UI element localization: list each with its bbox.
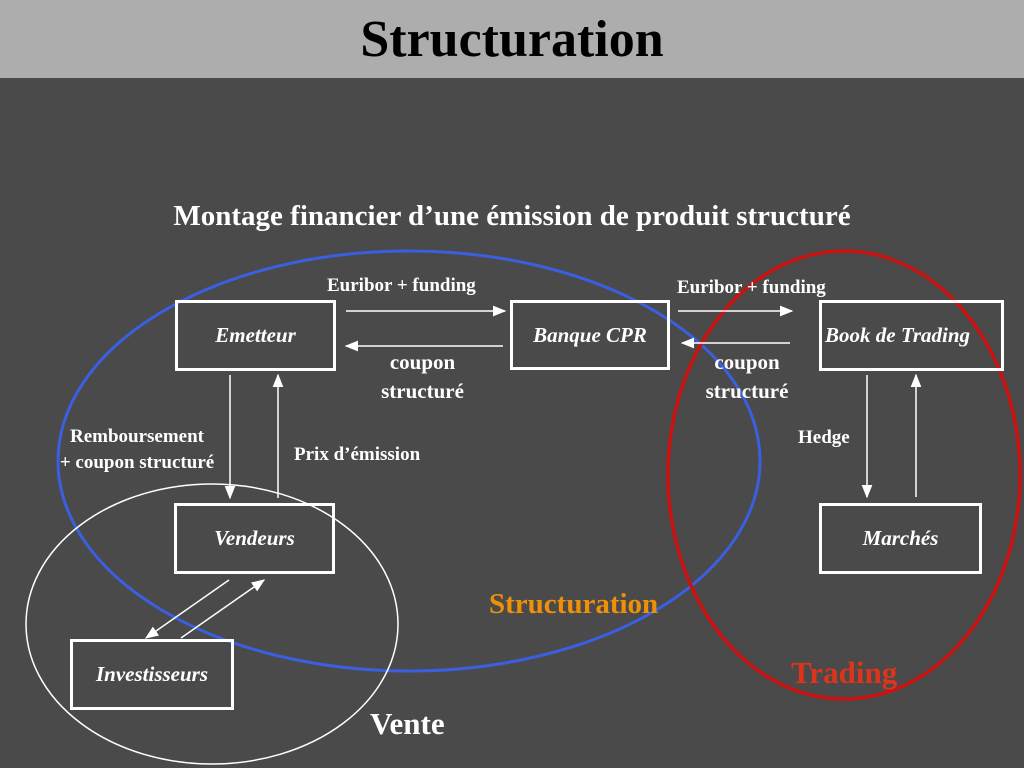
emetteur-label: Emetteur <box>215 323 296 347</box>
investisseurs-label: Investisseurs <box>95 662 209 686</box>
trading-group-label: Trading <box>791 655 898 690</box>
trading-ellipse <box>666 249 1022 701</box>
euribor-funding-left-label: Euribor + funding <box>327 275 476 296</box>
remboursement-line2: + coupon structuré <box>59 451 215 473</box>
slide-title: Structuration <box>360 10 664 68</box>
book-de-trading-label: Book de Trading <box>825 323 971 347</box>
coupon-right-line2: structuré <box>705 379 789 404</box>
marches-box: Marchés <box>819 503 982 574</box>
coupon-right-line1: coupon <box>714 350 780 374</box>
hedge-label: Hedge <box>798 427 850 448</box>
structuration-group-label: Structuration <box>489 588 659 620</box>
book-de-trading-box: Book de Trading <box>819 300 1004 371</box>
investisseurs-box: Investisseurs <box>70 639 234 710</box>
coupon-left-line2: structuré <box>381 379 464 404</box>
banque-cpr-box: Banque CPR <box>510 300 670 370</box>
marches-label: Marchés <box>862 526 939 550</box>
diagram-subtitle: Montage financier d’une émission de prod… <box>173 200 851 232</box>
title-bar: Structuration <box>0 0 1024 78</box>
coupon-structure-left-label: coupon structuré <box>360 348 485 407</box>
prix-emission-label: Prix d’émission <box>294 444 421 465</box>
structuration-ellipse <box>56 249 762 673</box>
banque-cpr-label: Banque CPR <box>533 322 647 347</box>
coupon-structure-right-label: coupon structuré <box>684 348 810 407</box>
vente-ellipse <box>25 483 399 765</box>
arrow-vendeurs-to-investisseurs <box>144 579 230 639</box>
vendeurs-label: Vendeurs <box>214 526 295 550</box>
euribor-funding-right-label: Euribor + funding <box>677 277 826 298</box>
remboursement-line1: Remboursement <box>69 426 205 447</box>
arrow-investisseurs-to-vendeurs <box>180 579 266 639</box>
vente-group-label: Vente <box>370 706 445 741</box>
remboursement-label: Remboursement + coupon structuré <box>42 426 232 475</box>
vendeurs-box: Vendeurs <box>174 503 335 574</box>
emetteur-box: Emetteur <box>175 300 336 371</box>
coupon-left-line1: coupon <box>389 350 456 374</box>
